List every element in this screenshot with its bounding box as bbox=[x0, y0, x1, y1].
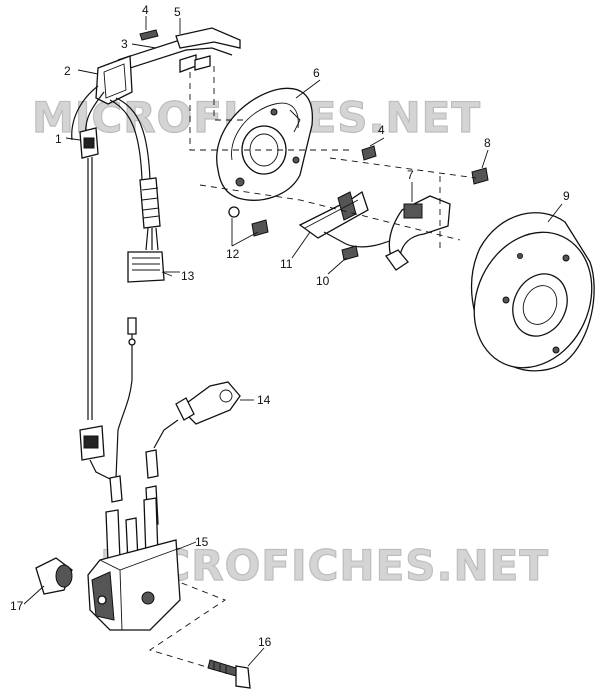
callout-6: 6 bbox=[313, 66, 320, 80]
callout-9: 9 bbox=[563, 189, 570, 203]
callout-11: 11 bbox=[280, 257, 293, 271]
callout-1: 1 bbox=[55, 132, 62, 146]
screws bbox=[228, 145, 489, 261]
charging-coil bbox=[385, 195, 451, 271]
alignment-lines bbox=[109, 66, 477, 669]
flywheel bbox=[470, 212, 595, 372]
callout-17: 17 bbox=[10, 599, 24, 613]
leader-lines bbox=[23, 16, 563, 667]
plug-cap-17 bbox=[35, 557, 73, 595]
callout-15: 15 bbox=[195, 535, 209, 549]
callout-14: 14 bbox=[257, 393, 271, 407]
callout-4-upper: 4 bbox=[142, 3, 149, 17]
pulse-coil bbox=[298, 190, 397, 248]
callout-12: 12 bbox=[226, 247, 240, 261]
callout-4-right: 4 bbox=[378, 123, 385, 137]
wire-harness-upper bbox=[71, 27, 241, 420]
bolt-16 bbox=[207, 659, 251, 689]
callout-5: 5 bbox=[174, 5, 181, 19]
callout-13: 13 bbox=[181, 269, 195, 283]
callout-10: 10 bbox=[316, 274, 330, 288]
callout-labels: 4 5 3 2 1 6 4 7 8 9 10 11 12 13 14 15 16… bbox=[10, 3, 570, 649]
callout-16: 16 bbox=[258, 635, 272, 649]
ignition-coil bbox=[87, 497, 181, 631]
stator-plate bbox=[216, 87, 313, 201]
callout-8: 8 bbox=[484, 136, 491, 150]
callout-3: 3 bbox=[121, 37, 128, 51]
callout-7: 7 bbox=[407, 168, 414, 182]
callout-2: 2 bbox=[64, 64, 71, 78]
spark-plug-cap bbox=[153, 381, 241, 449]
